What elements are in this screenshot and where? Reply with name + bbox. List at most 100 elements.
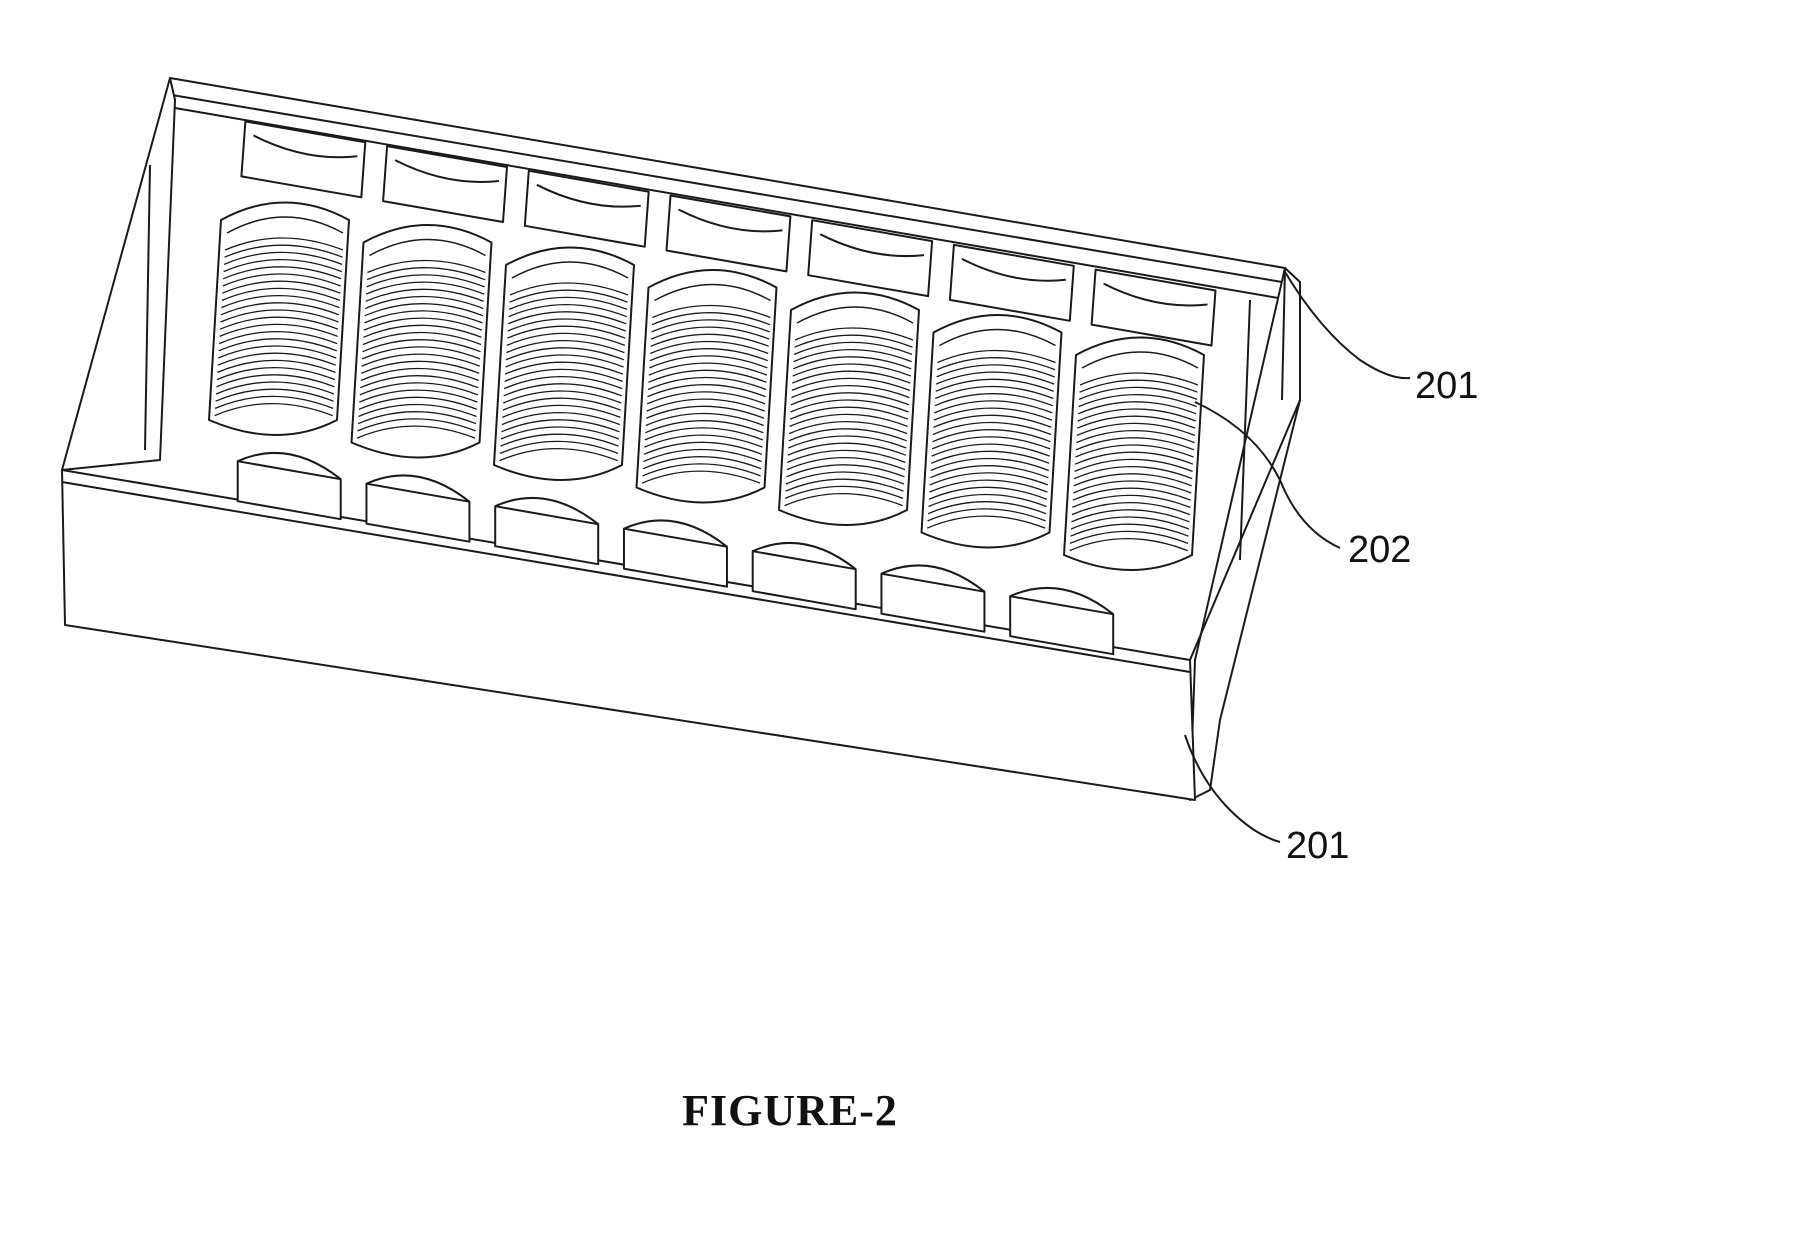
wafer-disc	[365, 288, 484, 302]
wafer-disc	[1069, 537, 1188, 552]
callout-leaders	[1184, 271, 1411, 843]
wafer-stack-4	[635, 269, 778, 504]
back-slot-curve-1	[252, 134, 358, 159]
front-slot-1	[236, 460, 342, 521]
wafer-disc	[933, 414, 1052, 428]
wafer-stack-outline	[920, 314, 1063, 549]
back-slot-6	[948, 243, 1075, 322]
back-slot-2	[382, 145, 508, 223]
wafer-disc	[1070, 523, 1189, 537]
wafer-disc	[509, 282, 629, 296]
wafer-disc	[928, 486, 1048, 500]
wafer-disc	[934, 393, 1054, 407]
wafer-disc	[934, 400, 1053, 414]
wafer-disc	[643, 441, 763, 455]
wafer-disc	[1074, 458, 1193, 473]
wafer-disc	[223, 258, 342, 273]
wafer-disc	[648, 362, 768, 376]
wafer-disc	[223, 251, 343, 266]
wafer-disc	[508, 296, 628, 311]
wafer-stack-lip	[226, 216, 344, 234]
wafer-disc	[1072, 480, 1192, 494]
wafer-disc	[359, 389, 478, 403]
back-slot-curve-6	[961, 258, 1066, 282]
wafer-disc	[365, 281, 485, 295]
back-slot-3	[523, 169, 650, 248]
callout-leader-1	[1284, 271, 1411, 380]
wafer-disc	[357, 418, 476, 432]
wafer-disc	[649, 355, 768, 369]
figure-caption: FIGURE-2	[682, 1086, 898, 1135]
back-slot-5	[807, 219, 934, 298]
wafer-disc	[363, 324, 482, 338]
callout-leader-3	[1184, 734, 1281, 843]
wafer-disc	[792, 363, 911, 377]
wafer-stack-lip	[1081, 351, 1199, 369]
wafer-disc	[793, 341, 913, 356]
wafer-disc	[217, 352, 337, 366]
wafer-disc	[787, 449, 906, 464]
wafer-disc	[927, 508, 1046, 522]
wafer-stack-5	[778, 291, 920, 526]
wafer-disc	[500, 433, 619, 447]
wafer-disc	[791, 377, 911, 392]
wafer-disc	[789, 406, 909, 420]
wafer-disc	[506, 339, 625, 354]
wafer-disc	[218, 338, 337, 352]
wafer-disc	[508, 303, 627, 318]
wafer-disc	[788, 420, 908, 435]
wafer-disc	[645, 405, 765, 419]
wafer-disc	[642, 463, 761, 477]
wafer-disc	[220, 302, 340, 316]
wafer-disc	[222, 280, 341, 294]
wafer-disc	[1071, 501, 1191, 516]
wafer-disc	[644, 434, 763, 448]
box-left-wall	[61, 77, 176, 471]
back-slot-4	[665, 194, 792, 273]
wafer-disc	[215, 388, 334, 402]
wafer-disc	[221, 287, 341, 302]
wafer-disc	[363, 317, 483, 331]
wafer-disc	[792, 370, 911, 384]
wafer-disc	[1077, 415, 1196, 429]
wafer-disc	[1075, 444, 1194, 458]
wafer-disc	[930, 450, 1050, 464]
wafer-disc	[1072, 494, 1191, 509]
wafer-disc	[650, 326, 770, 340]
wafer-disc	[214, 395, 334, 410]
wafer-disc	[934, 385, 1054, 400]
wafer-disc	[643, 448, 762, 463]
wafer-disc	[1070, 516, 1190, 530]
wafer-disc	[502, 404, 621, 419]
wafer-disc	[360, 360, 480, 374]
wafer-stack-outline	[350, 224, 493, 459]
wafer-disc	[216, 366, 336, 381]
wafer-disc	[217, 345, 337, 359]
wafer-disc	[646, 398, 765, 412]
wafer-disc	[218, 330, 338, 345]
wafer-disc	[790, 399, 909, 413]
wafer-disc	[936, 364, 1055, 378]
wafer-stack-lip	[796, 306, 914, 324]
wafer-disc	[215, 381, 335, 395]
wafer-disc	[1077, 401, 1197, 415]
wafer-disc	[936, 357, 1056, 371]
callout-label-202: 202	[1348, 529, 1411, 571]
wafer-disc	[1078, 393, 1197, 408]
wafer-disc	[358, 396, 478, 410]
wafer-stack-lip	[939, 328, 1056, 347]
front-slot-3	[494, 505, 600, 566]
wafer-disc	[930, 457, 1049, 472]
wafer-stack-lip	[369, 238, 486, 257]
wafer-disc	[499, 447, 618, 462]
wafer-disc	[647, 384, 766, 398]
wafer-disc	[367, 259, 486, 274]
wafer-disc	[785, 478, 904, 492]
front-slot-curve-1	[237, 451, 342, 480]
box-right-inner-edge	[1239, 299, 1251, 561]
wafer-disc	[1073, 473, 1192, 487]
back-slot-curve-7	[1103, 282, 1208, 307]
wafer-stack-2	[350, 224, 493, 459]
